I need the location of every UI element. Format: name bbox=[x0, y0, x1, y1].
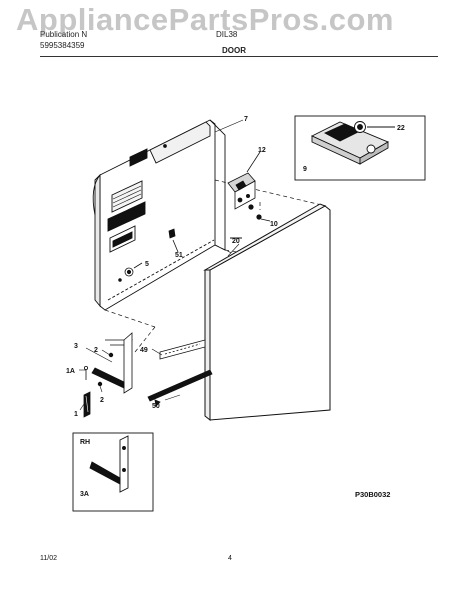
model-number: DIL38 bbox=[216, 30, 238, 39]
callout-51: 51 bbox=[175, 252, 183, 259]
inner-door-liner bbox=[92, 119, 226, 311]
callout-RH: RH bbox=[80, 439, 90, 446]
latch-screws bbox=[248, 204, 271, 222]
callout-5: 5 bbox=[145, 261, 149, 268]
callout-2-lower: 2 bbox=[100, 397, 104, 404]
callout-12: 12 bbox=[258, 147, 266, 154]
vent-grille bbox=[112, 185, 142, 208]
door-hinge-assembly bbox=[83, 332, 133, 418]
callout-3A: 3A bbox=[80, 491, 89, 498]
section-title: DOOR bbox=[222, 46, 246, 55]
callout-1A: 1A bbox=[66, 368, 75, 375]
diagram-code: P30B0032 bbox=[355, 490, 390, 499]
callout-22: 22 bbox=[397, 125, 405, 132]
rh-hinge-inset bbox=[72, 432, 154, 512]
callout-50: 50 bbox=[152, 403, 160, 410]
header-divider bbox=[40, 56, 438, 57]
outer-door-panel bbox=[203, 203, 331, 422]
door-trim-strips bbox=[147, 339, 213, 407]
footer-date: 11/02 bbox=[40, 555, 57, 562]
callout-20: 20 bbox=[232, 238, 240, 245]
callout-9: 9 bbox=[303, 166, 307, 173]
dispenser-inset bbox=[294, 115, 426, 181]
publication-label: Publication N bbox=[40, 30, 88, 39]
callout-3: 3 bbox=[74, 343, 78, 350]
callout-49: 49 bbox=[140, 347, 148, 354]
callout-1: 1 bbox=[74, 411, 78, 418]
assembly-guide-lines bbox=[104, 179, 327, 353]
door-bumper-part bbox=[168, 228, 179, 253]
callout-7: 7 bbox=[244, 116, 248, 123]
door-spring-part bbox=[124, 262, 143, 277]
door-latch-assembly bbox=[227, 151, 261, 210]
callout-10: 10 bbox=[270, 221, 278, 228]
callout-2-upper: 2 bbox=[94, 347, 98, 354]
footer-page-number: 4 bbox=[228, 555, 232, 562]
callout-leaders bbox=[79, 119, 244, 411]
watermark: AppliancePartsPros.com bbox=[16, 2, 394, 37]
publication-number: 5995384359 bbox=[40, 41, 85, 50]
